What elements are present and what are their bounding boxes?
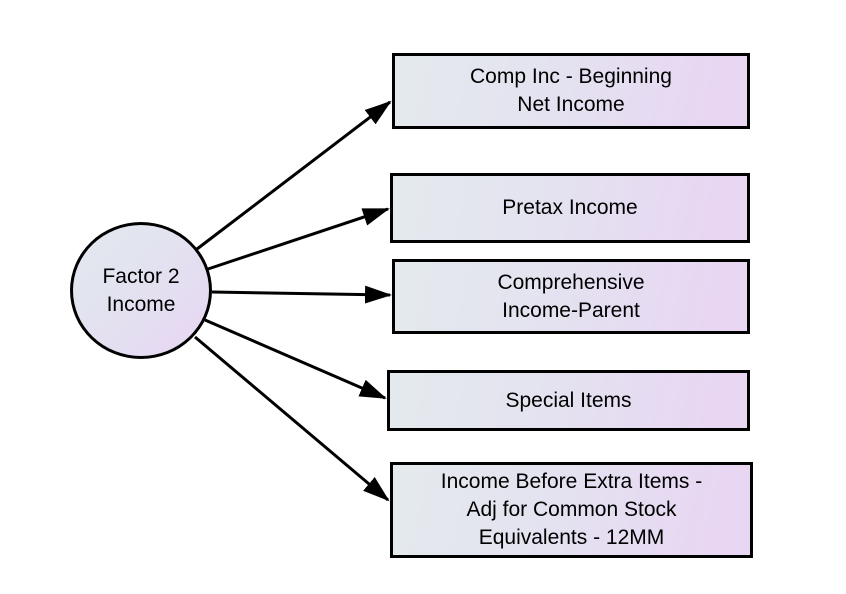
node-income-before-extra-items: Income Before Extra Items - Adj for Comm… <box>390 462 753 558</box>
connector-arrow-special-items <box>204 318 387 400</box>
node-label: Special Items <box>505 388 632 412</box>
node-label: Income Before Extra Items - Adj for Comm… <box>440 470 703 549</box>
node-special-items: Special Items <box>387 370 750 431</box>
node-comprehensive-income-parent: Comprehensive Income-Parent <box>392 259 750 334</box>
node-pretax-income: Pretax Income <box>390 173 750 243</box>
connector-arrow-comp-inc <box>196 100 392 251</box>
node-label: Pretax Income <box>502 196 638 219</box>
node-label: Comprehensive Income-Parent <box>497 270 645 322</box>
connector-arrow-comprehensive-income <box>211 285 392 304</box>
connector-arrow-income-before-extra <box>194 335 390 502</box>
connector-arrow-pretax-income <box>207 207 390 271</box>
node-label: Comp Inc - Beginning Net Income <box>470 65 672 116</box>
node-factor-2-income-label: Factor 2 Income <box>102 264 180 316</box>
node-factor-2-income: Factor 2 Income <box>70 222 212 359</box>
node-comp-inc-beginning-net-income: Comp Inc - Beginning Net Income <box>392 53 750 129</box>
